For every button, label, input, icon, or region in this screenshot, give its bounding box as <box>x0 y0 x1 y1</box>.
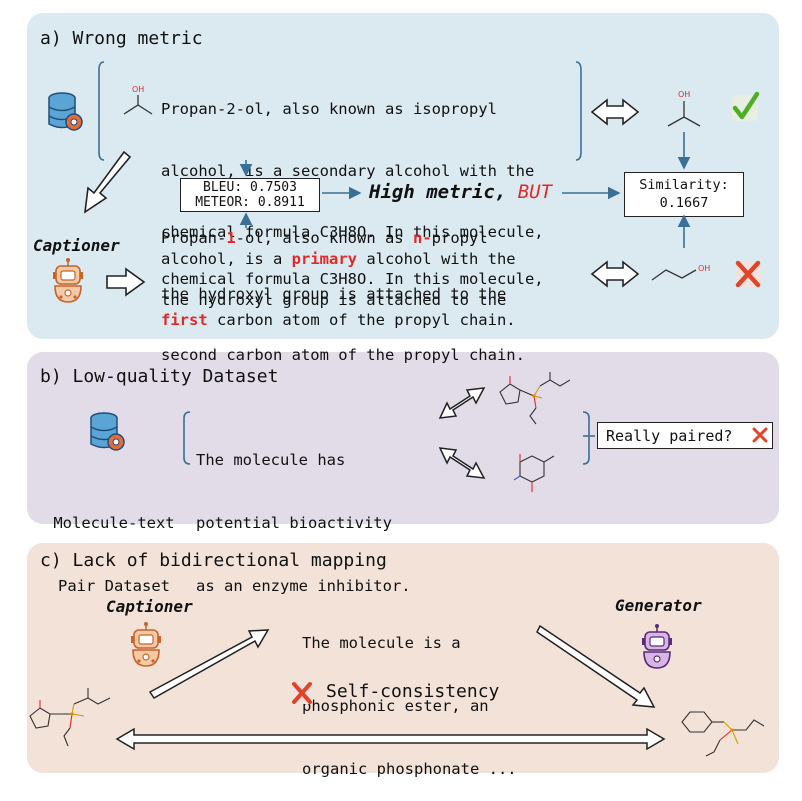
left-bracket <box>98 61 105 161</box>
oh-label: OH <box>678 90 690 99</box>
caption-segment: propyl <box>431 229 488 247</box>
generated-caption-line: Propan-1-ol, also known as n-propyl <box>161 228 544 249</box>
reference-caption-line: Propan-2-ol, also known as isopropyl <box>161 100 497 118</box>
panel-a-title: a) Wrong metric <box>40 28 203 49</box>
bleu-score: BLEU: 0.7503 <box>203 180 297 195</box>
self-consistency-label: Self-consistency <box>326 681 500 702</box>
highlighted-word: first <box>161 311 208 329</box>
caption-segment: carbon atom of the propyl chain. <box>207 311 516 329</box>
caption-segment: alcohol, is a <box>161 249 292 268</box>
caption-segment: -ol, also known as <box>235 229 413 247</box>
captioner-label-a: Captioner <box>33 236 120 255</box>
check-icon <box>732 91 760 121</box>
description-line: phosphonic ester, an <box>302 697 489 715</box>
generated-description: The molecule is a phosphonic ester, an o… <box>302 591 517 801</box>
database-gear-icon <box>90 412 125 451</box>
dataset-caption: The molecule has potential bioactivity a… <box>196 408 411 618</box>
similarity-value: 0.1667 <box>659 195 709 211</box>
generated-caption-line: first carbon atom of the propyl chain. <box>161 310 544 331</box>
similarity-box: Similarity: 0.1667 <box>624 172 744 217</box>
right-bracket <box>575 61 582 161</box>
highlighted-word: 1 <box>226 229 236 247</box>
description-line: organic phosphonate ... <box>302 760 517 778</box>
double-arrow-icon <box>438 387 486 419</box>
cross-icon <box>291 682 313 704</box>
dataset-caption-line: potential bioactivity <box>196 514 392 532</box>
hollow-arrow-down-icon <box>83 150 132 214</box>
database-gear-icon <box>48 92 83 131</box>
generator-label: Generator <box>615 596 702 615</box>
robot-ai-icon <box>130 621 162 667</box>
caption-segment: alcohol with the <box>356 249 516 268</box>
isopropanol-molecule-icon: OH <box>667 90 701 127</box>
robot-ai-icon-generator <box>642 624 672 669</box>
phosphonate-molecule-icon <box>681 711 765 757</box>
metrics-box: BLEU: 0.7503 METEOR: 0.8911 <box>180 178 320 212</box>
verdict-main: High metric, <box>369 181 518 203</box>
propanol-molecule-icon: OH <box>651 264 710 281</box>
dataset-caption-line: as an enzyme inhibitor. <box>196 577 411 595</box>
description-line: The molecule is a <box>302 634 461 652</box>
caption-segment: Propan- <box>161 229 227 247</box>
dataset-label-line: Molecule-text <box>53 514 175 532</box>
cross-icon <box>735 260 761 288</box>
hollow-arrow-down-icon <box>536 624 656 708</box>
verdict-but: BUT <box>517 181 553 203</box>
reference-caption-line: chemical formula C3H8O. In this molecule… <box>161 223 544 241</box>
piperidinedione-molecule-icon <box>513 454 555 492</box>
similarity-label: Similarity: <box>639 177 729 193</box>
captioner-label-c: Captioner <box>106 597 193 616</box>
thiazolidinone-molecule-icon <box>29 688 111 747</box>
robot-ai-icon <box>52 257 84 303</box>
hollow-arrow-right-icon <box>106 267 146 297</box>
left-bracket <box>183 411 191 465</box>
panel-b-title: b) Low-quality Dataset <box>40 366 279 387</box>
double-arrow-icon <box>438 447 486 479</box>
really-paired-text: Really paired? <box>606 427 733 445</box>
double-arrow-icon <box>590 98 640 126</box>
caption-segment: chemical formula C3H8O. In this molecule… <box>161 270 544 288</box>
caption-segment: the hydroxyl group is attached to the <box>161 290 507 309</box>
highlighted-word: n- <box>412 229 432 247</box>
double-arrow-icon <box>115 727 666 751</box>
double-arrow-icon <box>590 260 640 288</box>
reference-caption-line: the hydroxyl group is attached to the <box>161 284 507 303</box>
verdict-text: High metric, BUT <box>369 181 552 203</box>
panel-c-title: c) Lack of bidirectional mapping <box>40 550 387 571</box>
dataset-caption-line: The molecule has <box>196 451 346 469</box>
oh-label: OH <box>698 264 710 273</box>
meteor-score: METEOR: 0.8911 <box>195 195 305 210</box>
generated-caption-line: alcohol, is a primary alcohol with the <box>161 249 544 270</box>
generated-caption-line: chemical formula C3H8O. In this molecule… <box>161 269 544 290</box>
thiazolidinone-molecule-icon <box>499 372 571 425</box>
oh-label: OH <box>132 85 144 94</box>
reference-caption: Propan-2-ol, also known as isopropyl alc… <box>161 58 544 386</box>
isopropanol-molecule-icon: OH <box>123 85 153 115</box>
dataset-label: Molecule-text Pair Dataset <box>44 471 184 618</box>
generated-caption-line: the hydroxyl group is attached to the <box>161 290 544 311</box>
cross-icon <box>752 427 768 443</box>
right-bracket <box>582 411 590 465</box>
dataset-label-line: Pair Dataset <box>58 577 170 595</box>
reference-caption-line: second carbon atom of the propyl chain. <box>161 346 525 364</box>
really-paired-box: Really paired? <box>597 422 773 449</box>
hollow-arrow-up-icon <box>148 629 270 699</box>
highlighted-word: primary <box>291 249 357 268</box>
